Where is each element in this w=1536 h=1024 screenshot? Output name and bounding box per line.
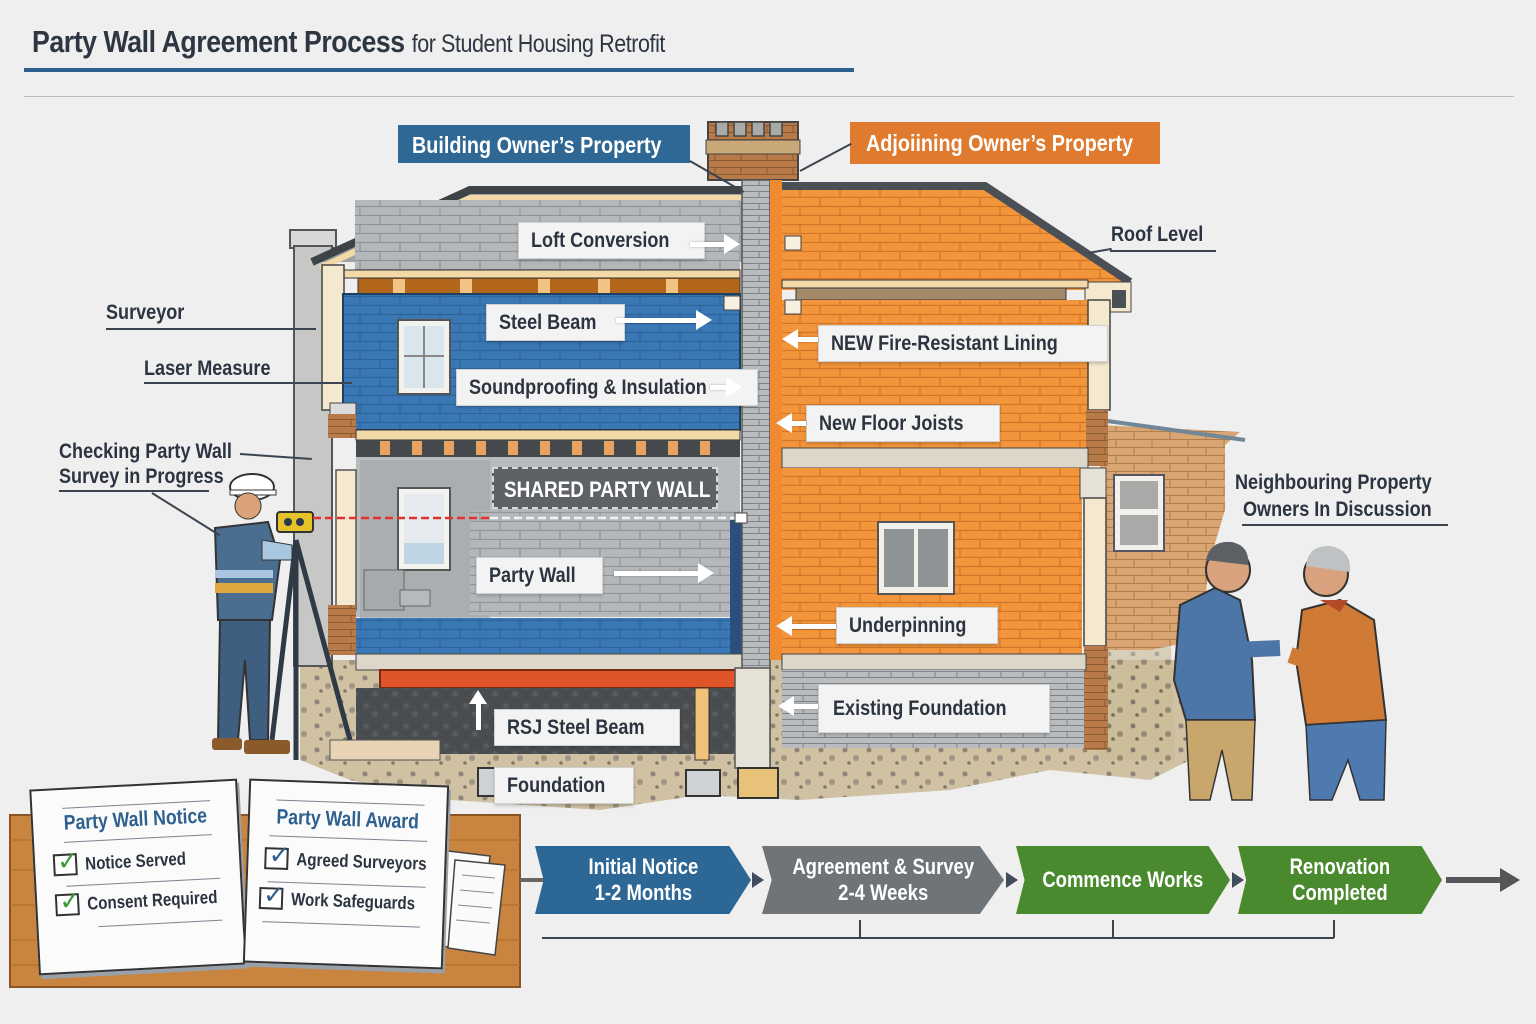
checklist-item-consent-required: ✓ Consent Required xyxy=(54,885,243,917)
checklist-item-agreed-surveyors: ✓ Agreed Surveyors xyxy=(264,839,452,876)
soundproofing-label: Soundproofing & Insulation xyxy=(456,369,759,407)
checkbox-checked-icon: ✓ xyxy=(54,885,82,917)
soundproofing-arrow-icon xyxy=(710,377,742,397)
roof-level-label: Roof Level xyxy=(1111,223,1204,246)
rsj-arrow-stem xyxy=(476,700,481,730)
title-sub: for Student Housing Retrofit xyxy=(411,30,666,58)
laser-measure-label: Laser Measure xyxy=(144,357,271,380)
foundation-label: Foundation xyxy=(494,767,635,805)
surveyor-underline xyxy=(106,328,316,330)
steel-beam-label: Steel Beam xyxy=(486,304,626,342)
fire-resistant-lining-label: NEW Fire-Resistant Lining xyxy=(818,325,1108,363)
laser-measure-underline xyxy=(144,382,352,384)
fire-lining-arrow-icon xyxy=(782,329,818,349)
award-title: Party Wall Award xyxy=(276,805,420,834)
existing-foundation-arrow-icon xyxy=(778,696,818,716)
checklist-item-work-safeguards: ✓ Work Safeguards xyxy=(258,879,439,915)
floor-joists-arrow-icon xyxy=(776,413,806,433)
checkbox-checked-icon: ✓ xyxy=(52,845,80,877)
existing-foundation-label: Existing Foundation xyxy=(818,684,1050,734)
checkbox-checked-icon: ✓ xyxy=(264,839,291,870)
neighbouring-owners-label-line2: Owners In Discussion xyxy=(1243,498,1432,521)
loft-conversion-arrow-icon xyxy=(690,234,740,254)
checking-party-wall-label: Checking Party Wall xyxy=(59,440,232,463)
adjoining-owner-property-label: Adjoiining Owner’s Property xyxy=(850,122,1160,164)
neighbouring-owners-underline xyxy=(1242,524,1448,526)
checkbox-checked-icon: ✓ xyxy=(258,879,286,910)
loft-conversion-label: Loft Conversion xyxy=(518,222,705,260)
party-wall-notice-document: Party Wall Notice ✓ Notice Served ✓ Cons… xyxy=(29,778,247,976)
title-underline xyxy=(24,68,854,72)
title-main: Party Wall Agreement Process xyxy=(32,24,405,59)
party-wall-label: Party Wall xyxy=(476,557,603,595)
page-title: Party Wall Agreement Process for Student… xyxy=(32,24,665,60)
checklist-item-notice-served: ✓ Notice Served xyxy=(52,845,206,877)
building-owner-property-label: Building Owner’s Property xyxy=(398,125,690,163)
roof-level-underline xyxy=(1110,250,1216,252)
surveyor-label: Surveyor xyxy=(106,301,185,324)
checking-underline xyxy=(59,490,209,492)
rsj-steel-beam-label: RSJ Steel Beam xyxy=(494,709,680,747)
new-floor-joists-label: New Floor Joists xyxy=(806,405,1001,443)
rsj-arrow-up-icon xyxy=(469,690,487,704)
party-wall-award-document: Party Wall Award ✓ Agreed Surveyors ✓ Wo… xyxy=(242,778,452,970)
shared-party-wall-label: SHARED PARTY WALL xyxy=(492,467,718,509)
neighbouring-owners-label-line1: Neighbouring Property xyxy=(1235,471,1432,494)
timeline-step-commence-works: Commence Works xyxy=(1016,846,1230,914)
party-wall-arrow-icon xyxy=(614,563,714,583)
header-divider xyxy=(24,96,1514,97)
timeline-chevron-icon xyxy=(752,872,764,888)
timeline-chevron-icon xyxy=(1232,872,1244,888)
timeline-chevron-icon xyxy=(1006,872,1018,888)
steel-beam-arrow-icon xyxy=(616,310,712,330)
underpinning-arrow-icon xyxy=(776,616,836,636)
underpinning-label: Underpinning xyxy=(836,607,999,645)
survey-in-progress-label: Survey in Progress xyxy=(59,465,224,488)
